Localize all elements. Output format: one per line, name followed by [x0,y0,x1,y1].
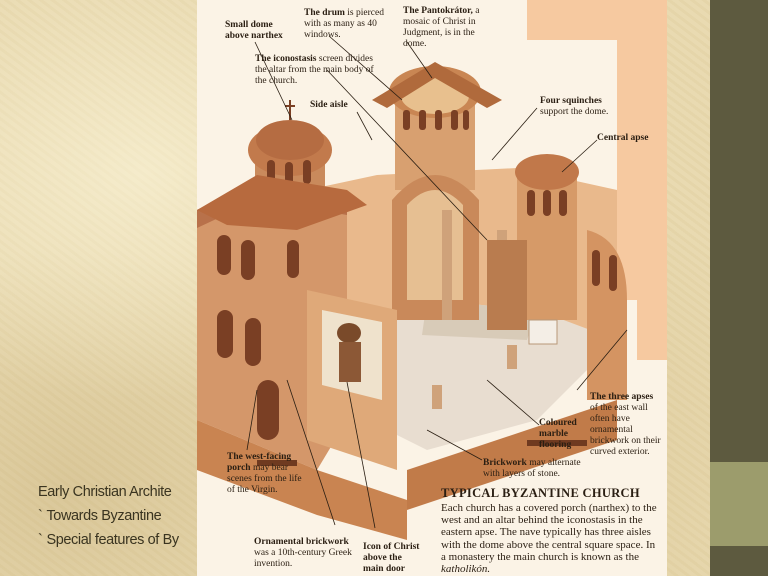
label-side-aisle: Side aisle [310,100,348,110]
label-brickwork: Brickwork may alternate with layers of s… [483,458,581,479]
label-three-apses: The three apses of the east wall often h… [590,392,661,457]
label-pantokrator: The Pantokrátor, a mosaic of Christ in J… [403,6,480,49]
label-porch: The west-facing porch may bear scenes fr… [227,452,302,495]
slide-sidebar-accent [710,462,768,546]
illustration-drawing [197,0,667,576]
label-marble-flooring: Coloured marble flooring [539,418,577,450]
caption-body: Each church has a covered porch (narthex… [441,502,657,576]
bullet-marker: ` [38,508,43,524]
label-small-dome: Small dome above narthex [225,20,283,41]
slide-bullet-2: `Special features of By [38,532,198,548]
label-four-squinches: Four squinches support the dome. [540,96,609,117]
bullet-text: Special features of By [46,532,179,548]
slide-title: Early Christian Archite [38,484,172,500]
caption-title: TYPICAL BYZANTINE CHURCH [441,486,640,500]
label-central-apse: Central apse [597,133,649,143]
label-iconostasis: The iconostasis screen divides the altar… [255,54,374,86]
slide-bullet-1: `Towards Byzantine [38,508,198,524]
label-ornamental-brickwork: Ornamental brickwork was a 10th-century … [254,537,352,569]
label-icon-of-christ: Icon of Christ above the main door [363,542,420,574]
bullet-marker: ` [38,532,43,548]
label-drum: The drum is pierced with as many as 40 w… [304,8,384,40]
byzantine-church-illustration: Small dome above narthex The drum is pie… [197,0,667,576]
bullet-text: Towards Byzantine [46,508,162,524]
